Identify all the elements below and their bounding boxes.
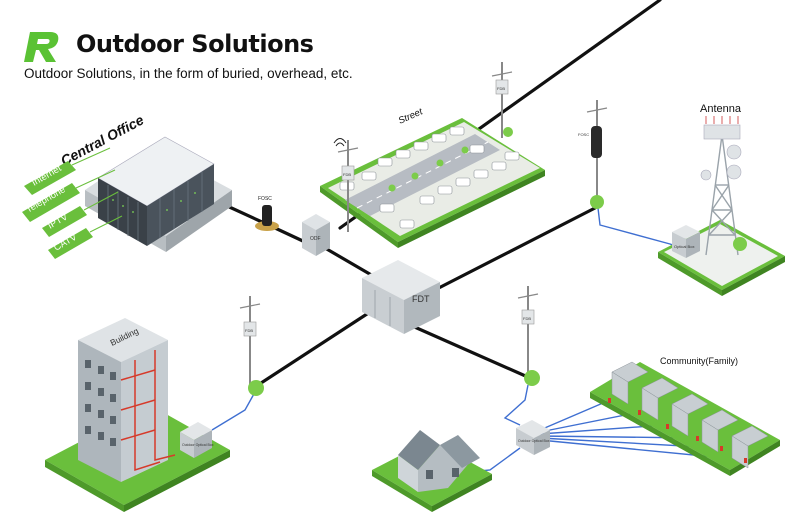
- fdt-cabinet: FDT: [362, 260, 440, 334]
- street-block: Street: [320, 106, 545, 248]
- central-office: Central Office: [58, 111, 232, 252]
- community-optical-box: Outdoor Optical Box: [516, 420, 550, 455]
- svg-text:FDB: FDB: [497, 86, 505, 91]
- street-label: Street: [397, 106, 425, 127]
- house-pole: FDB: [517, 286, 540, 386]
- page-subtitle: Outdoor Solutions, in the form of buried…: [24, 66, 353, 81]
- street-pole: FDB: [333, 138, 359, 232]
- antenna-site: Optical Box Antenna: [658, 103, 785, 296]
- building: Building Outdoor Optical Box: [45, 318, 230, 512]
- page-title: Outdoor Solutions: [76, 30, 314, 58]
- logo-icon: [24, 32, 59, 62]
- svg-text:ODF: ODF: [310, 236, 321, 242]
- svg-text:Optical Box: Optical Box: [674, 244, 694, 249]
- svg-text:Outdoor Optical Box: Outdoor Optical Box: [518, 439, 550, 443]
- community-label: Community(Family): [660, 356, 738, 366]
- svg-text:FDB: FDB: [245, 328, 253, 333]
- fosc-pole-right: FOSC: [578, 100, 608, 209]
- svg-text:FOSC: FOSC: [578, 132, 589, 137]
- svg-text:FOSC: FOSC: [258, 196, 272, 202]
- odf-cabinet: ODF: [302, 214, 330, 256]
- fosc-closure-left: FOSC: [255, 196, 279, 231]
- svg-text:FDB: FDB: [523, 316, 531, 321]
- community: Community(Family): [590, 356, 780, 476]
- wifi-icon: [333, 138, 347, 147]
- svg-text:FDB: FDB: [343, 172, 351, 177]
- svg-text:Outdoor Optical Box: Outdoor Optical Box: [182, 443, 214, 447]
- top-pole: FDB: [491, 62, 513, 138]
- house: [372, 430, 492, 512]
- building-pole: FDB: [239, 296, 264, 396]
- fdt-label: FDT: [412, 294, 430, 304]
- antenna-label: Antenna: [700, 103, 742, 115]
